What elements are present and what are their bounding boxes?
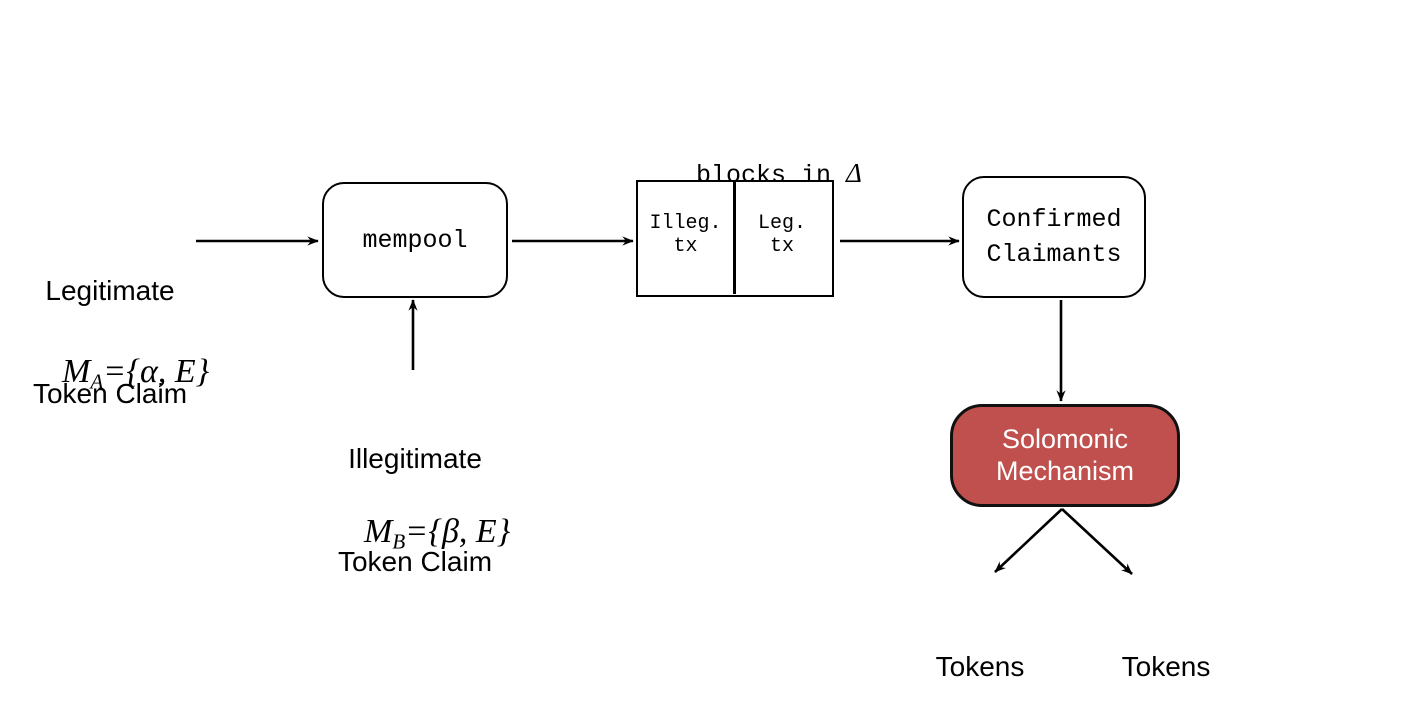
math-symbol-mb: M [364,513,393,551]
arrow-mechanism-to-tokens-legitimate [994,508,1063,573]
solomonic-mechanism-label: Solomonic Mechanism [995,423,1135,486]
math-subscript-b: B [392,529,406,554]
tokens-burned-label: Tokens Burned [1086,582,1246,712]
math-equals-a: = [105,353,125,391]
block-legitimate-line2: tx [769,235,794,258]
node-confirmed-claimants[interactable]: Confirmed Claimants [962,176,1146,298]
math-equals-b: = [407,513,427,551]
confirmed-claimants-line1: Confirmed [986,204,1122,234]
node-solomonic-mechanism[interactable]: Solomonic Mechanism [950,404,1180,507]
illegitimate-claim-label: Illegitimate Token Claim [315,374,515,647]
confirmed-claimants-line2: Claimants [986,240,1122,269]
legitimate-claim-math: MA={α, E} [28,310,209,437]
block-cell-legitimate[interactable]: Leg. tx [733,212,831,258]
illegitimate-claim-line2: Token Claim [337,545,493,577]
illegitimate-claim-math: MB={β, E} [330,470,510,597]
tokens-to-legitimate-line1: Tokens [935,651,1025,683]
math-set-b: {β, E} [428,513,511,551]
math-set-a: {α, E} [126,353,210,391]
tokens-to-legitimate-label: Tokens to Legimate [880,582,1080,712]
block-illegitimate-line1: Illeg. [649,212,722,235]
node-mempool-label: mempool [362,225,468,255]
node-blocks[interactable]: Illeg. tx Leg. tx [636,180,834,297]
block-cell-divider [733,182,736,294]
math-subscript-a: A [90,369,104,394]
arrow-mechanism-to-tokens-burned [1061,508,1133,575]
block-cell-illegitimate[interactable]: Illeg. tx [638,212,733,258]
legitimate-claim-line2: Token Claim [32,377,188,409]
legitimate-claim-label: Legitimate Token Claim [12,206,208,479]
block-legitimate-line1: Leg. [757,212,806,235]
delta-symbol: Δ [846,157,862,188]
illegitimate-claim-line1: Illegitimate [348,443,482,475]
legitimate-claim-line1: Legitimate [45,275,175,307]
confirmed-claimants-label: Confirmed Claimants [986,202,1121,273]
tokens-burned-line1: Tokens [1121,651,1211,683]
node-mempool[interactable]: mempool [322,182,508,298]
block-illegitimate-line2: tx [673,235,698,258]
math-symbol-ma: M [62,353,91,391]
